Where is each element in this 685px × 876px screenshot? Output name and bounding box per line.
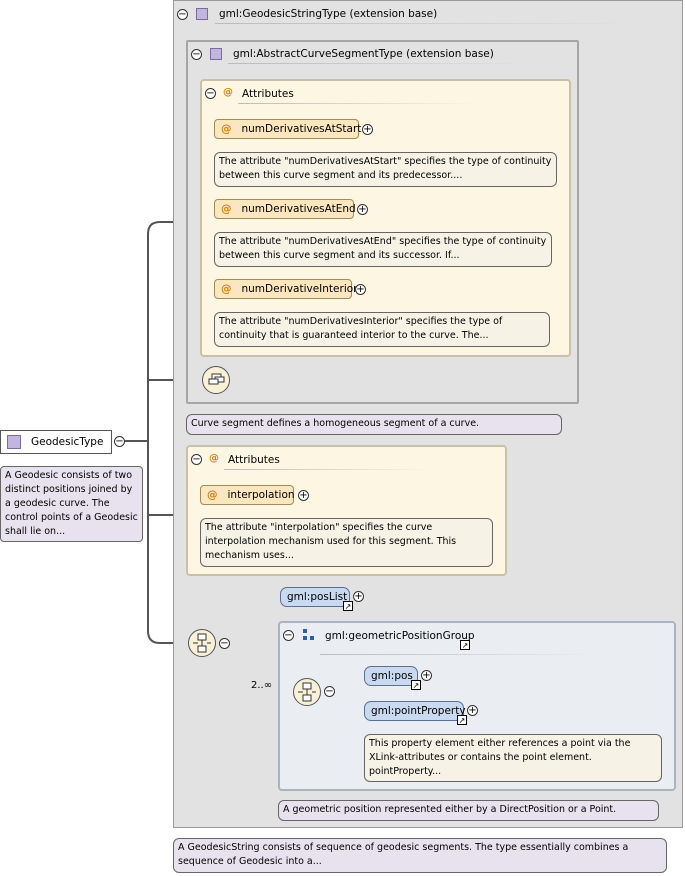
attribute-doc-note: The attribute "numDerivativesAtStart" sp… (214, 152, 557, 187)
attribute-at-icon: @ (209, 453, 219, 464)
attribute-numDerivativesAtEnd[interactable]: @ numDerivativesAtEnd (214, 199, 356, 219)
header-divider (215, 23, 635, 24)
attribute-doc-note: The attribute "interpolation" specifies … (200, 518, 493, 567)
collapse-attributes-icon[interactable]: − (191, 453, 202, 465)
sequence-compositor-icon[interactable] (202, 366, 230, 394)
attribute-numDerivativesAtStart[interactable]: @ numDerivativesAtStart (214, 119, 362, 139)
complex-type-icon (7, 435, 21, 449)
element-pos[interactable]: gml:pos (364, 666, 418, 686)
attribute-name: interpolation (227, 489, 295, 501)
collapse-geodesic-type-icon[interactable]: − (114, 435, 125, 447)
attribute-name: numDerivativesAtEnd (241, 203, 356, 215)
header-divider (224, 469, 434, 470)
element-name: gml:pos (371, 670, 413, 682)
reference-arrow-icon: ↗ (411, 680, 421, 690)
attribute-numDerivativeInterior[interactable]: @ numDerivativeInterior (214, 279, 357, 299)
attribute-at-icon: @ (223, 87, 233, 98)
collapse-attributes-icon[interactable]: − (205, 87, 216, 99)
expand-attribute-icon[interactable]: + (355, 283, 366, 295)
attribute-name: numDerivativeInterior (241, 283, 358, 295)
attribute-at-icon: @ (221, 123, 232, 135)
attributes-title-1: Attributes (242, 88, 294, 100)
collapse-choice-icon[interactable]: − (219, 637, 230, 649)
attribute-doc-note: The attribute "numDerivativesAtEnd" spec… (214, 232, 552, 267)
geodesic-string-title: gml:GeodesicStringType (extension base) (219, 8, 438, 20)
attribute-doc-note: The attribute "numDerivativesInterior" s… (214, 312, 550, 347)
complex-type-icon (196, 8, 208, 20)
collapse-geodesic-string-icon[interactable]: − (177, 8, 188, 20)
expand-element-icon[interactable]: + (421, 669, 432, 681)
reference-arrow-icon: ↗ (460, 640, 470, 650)
multiplicity-label: 2..∞ (251, 680, 273, 691)
expand-element-icon[interactable]: + (467, 704, 478, 716)
abstract-curve-doc: Curve segment defines a homogeneous segm… (186, 414, 562, 435)
attribute-at-icon: @ (221, 203, 232, 215)
header-divider (238, 103, 478, 104)
attribute-at-icon: @ (207, 489, 218, 501)
geodesic-type-name: GeodesicType (31, 436, 104, 448)
expand-attribute-icon[interactable]: + (362, 123, 373, 135)
expand-attribute-icon[interactable]: + (357, 203, 368, 215)
attribute-interpolation[interactable]: @ interpolation (200, 485, 295, 505)
attribute-name: numDerivativesAtStart (241, 123, 362, 135)
reference-arrow-icon: ↗ (343, 601, 353, 611)
element-name: gml:pointProperty (371, 705, 466, 717)
group-doc: A geometric position represented either … (278, 800, 659, 821)
collapse-group-icon[interactable]: − (283, 629, 294, 641)
geodesic-type-doc: A Geodesic consists of two distinct posi… (0, 466, 143, 542)
group-title: gml:geometricPositionGroup (325, 630, 475, 642)
attributes-title-2: Attributes (228, 454, 280, 466)
element-point-property[interactable]: gml:pointProperty (364, 701, 466, 721)
complex-type-icon (210, 48, 222, 60)
reference-arrow-icon: ↗ (457, 715, 467, 725)
abstract-curve-title: gml:AbstractCurveSegmentType (extension … (233, 48, 494, 60)
element-poslist[interactable]: gml:posList (280, 587, 350, 607)
expand-element-icon[interactable]: + (353, 590, 364, 602)
header-divider (228, 63, 528, 64)
geodesic-string-doc: A GeodesicString consists of sequence of… (173, 838, 667, 873)
point-property-doc-note: This property element either references … (364, 734, 662, 782)
choice-compositor-icon[interactable] (293, 678, 321, 706)
collapse-abstract-curve-icon[interactable]: − (191, 48, 202, 60)
expand-attribute-icon[interactable]: + (298, 489, 309, 501)
collapse-choice-icon[interactable]: − (324, 685, 335, 697)
header-divider (320, 654, 600, 655)
choice-compositor-icon[interactable] (188, 629, 216, 657)
element-name: gml:posList (287, 591, 348, 603)
geodesic-type-box[interactable]: GeodesicType (0, 430, 112, 454)
attribute-at-icon: @ (221, 283, 232, 295)
group-icon (303, 629, 314, 640)
